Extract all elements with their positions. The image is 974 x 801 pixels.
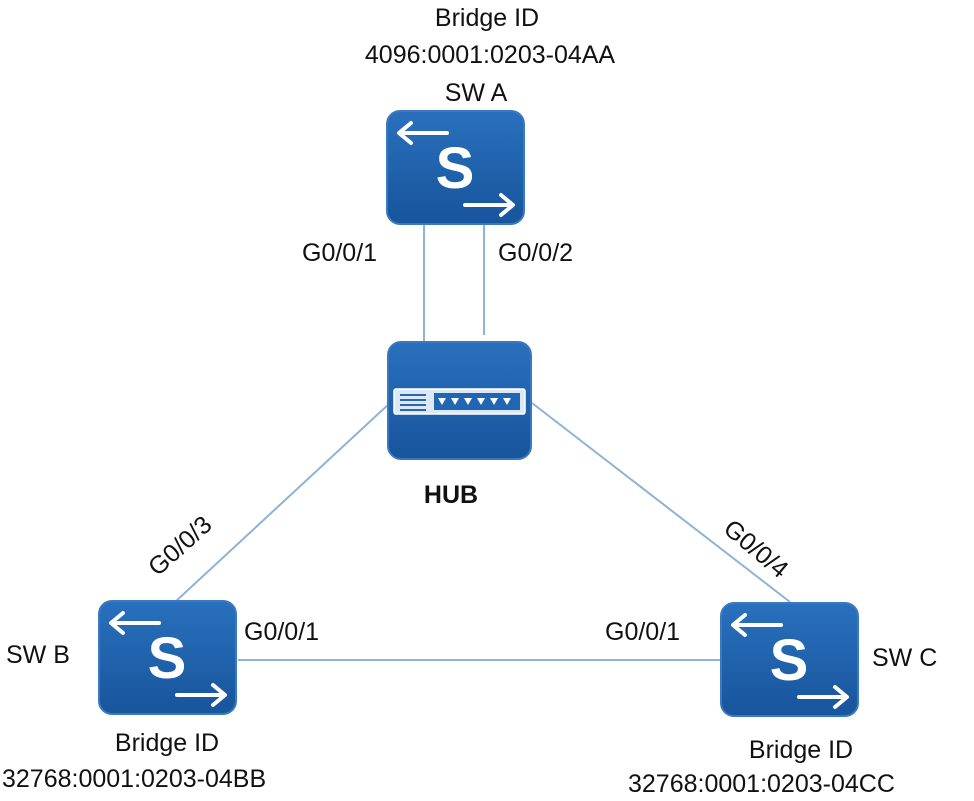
sw-c-name: SW C bbox=[872, 644, 938, 672]
sw-a-glyph: S bbox=[436, 136, 475, 201]
sw-b-port-g001: G0/0/1 bbox=[244, 618, 320, 646]
sw-a-name: SW A bbox=[444, 79, 508, 107]
sw-c-glyph: S bbox=[770, 628, 809, 693]
sw-c-port-g001: G0/0/1 bbox=[605, 618, 681, 646]
sw-a-bridge-id: 4096:0001:0203-04AA bbox=[364, 41, 616, 69]
sw-c-bridge-id-label: Bridge ID bbox=[748, 736, 854, 764]
sw-c-bridge-id: 32768:0001:0203-04CC bbox=[628, 770, 895, 798]
sw-a-bridge-id-label: Bridge ID bbox=[434, 4, 540, 32]
hub-icon bbox=[387, 341, 532, 460]
sw-b-bridge-id: 32768:0001:0203-04BB bbox=[2, 765, 267, 793]
sw-a-switch-icon: S bbox=[385, 109, 526, 226]
sw-b-glyph: S bbox=[148, 626, 187, 691]
sw-b-bridge-id-label: Bridge ID bbox=[114, 729, 220, 757]
link-hub-sw-b bbox=[174, 402, 391, 603]
sw-c-switch-icon: S bbox=[719, 601, 860, 718]
link-hub-sw-c bbox=[531, 402, 791, 603]
hub-name: HUB bbox=[423, 481, 479, 509]
sw-a-port-g001: G0/0/1 bbox=[302, 239, 378, 267]
sw-b-name: SW B bbox=[6, 641, 70, 669]
sw-b-switch-icon: S bbox=[97, 599, 238, 716]
sw-a-port-g002: G0/0/2 bbox=[498, 239, 574, 267]
